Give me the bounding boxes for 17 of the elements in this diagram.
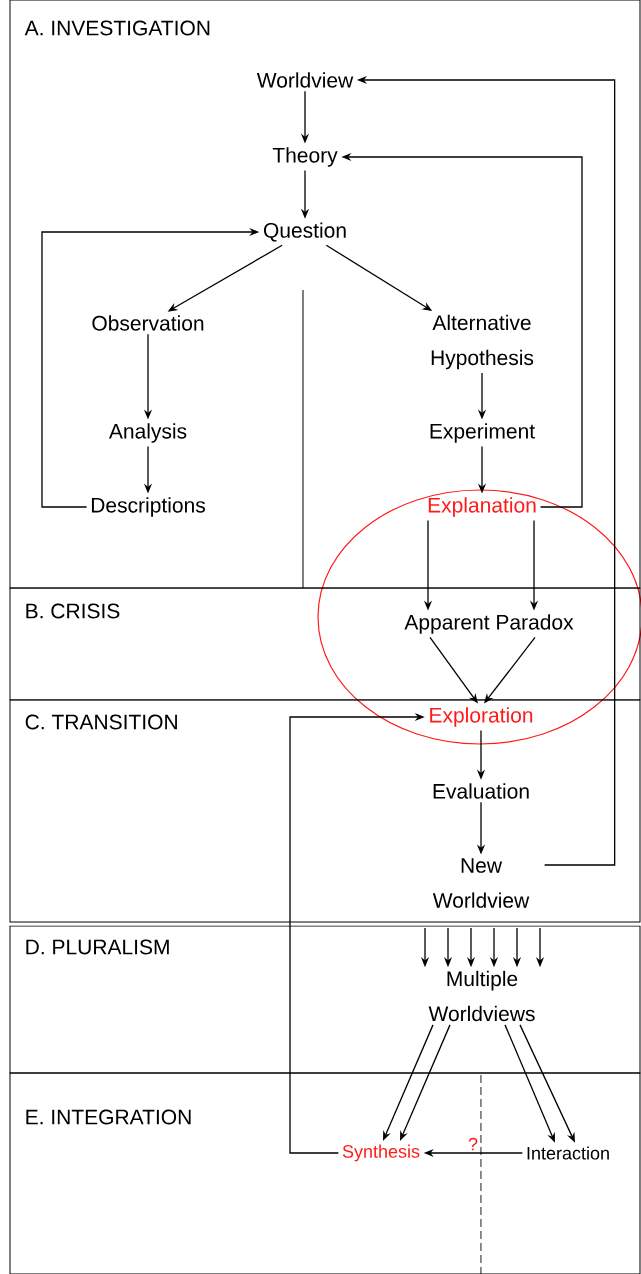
step-text: Question — [263, 222, 346, 242]
step-text: Alternative Hypothesis — [431, 314, 534, 370]
highlighted-step-text: Explanation — [428, 497, 536, 517]
step-text: Apparent Paradox — [404, 614, 574, 634]
step-text: Descriptions — [91, 497, 205, 517]
highlighted-step-text: Synthesis — [342, 1144, 420, 1162]
step-text: Observation — [92, 315, 204, 331]
step-text: Evaluation — [433, 783, 529, 799]
step-text: Multiple Worldviews — [428, 970, 535, 1022]
edge-label: ? — [467, 1136, 479, 1152]
step-text: Worldview — [256, 72, 354, 88]
step-text: Interaction — [527, 1146, 609, 1160]
step-text: Experiment — [430, 423, 535, 443]
step-text: Theory — [272, 147, 338, 167]
highlighted-step-text: Exploration — [430, 707, 533, 727]
step-text: Analysis — [108, 423, 187, 443]
step-text: New Worldview — [432, 858, 530, 908]
